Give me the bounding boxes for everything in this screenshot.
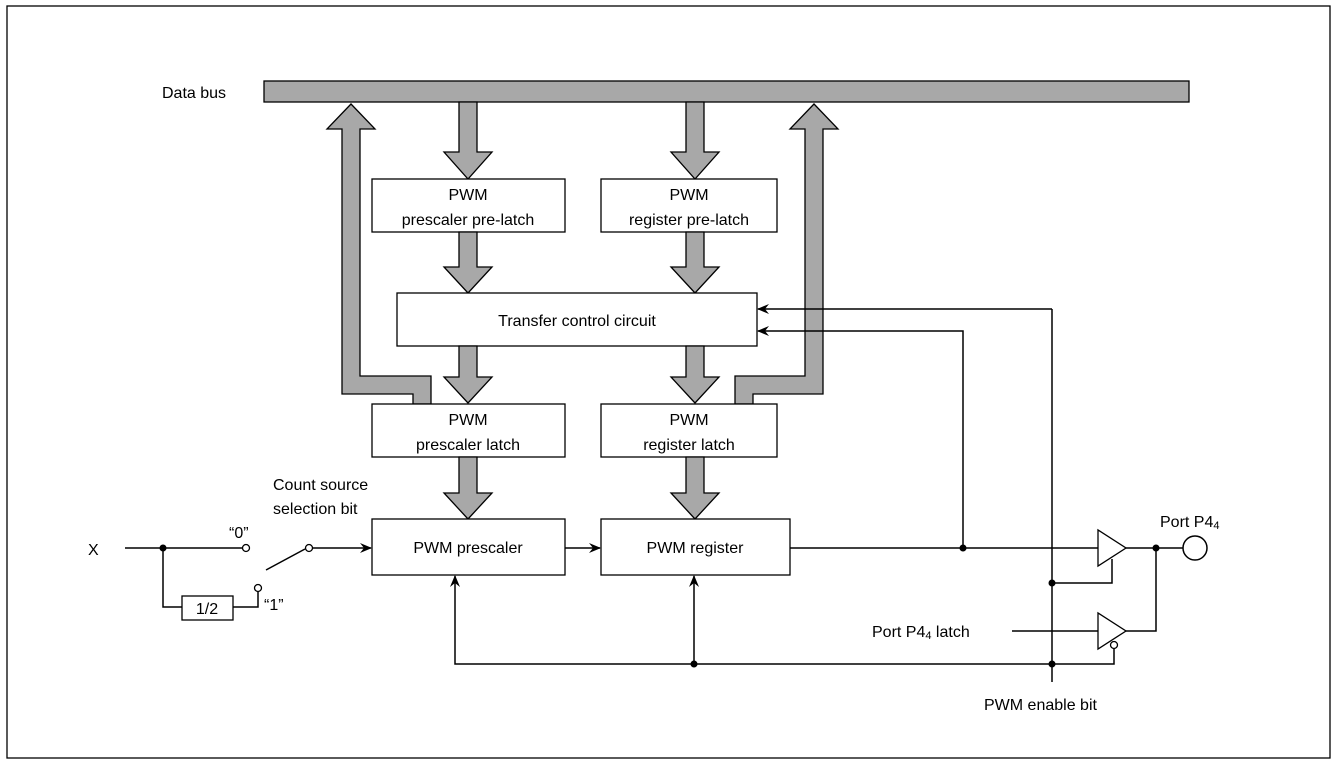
register-latch-line2: register latch <box>643 437 735 454</box>
divider-label: 1/2 <box>196 601 218 618</box>
prescaler-latch-line2: prescaler latch <box>416 437 520 454</box>
pwm-prescaler-latch-box <box>371 403 566 458</box>
register-latch-line1: PWM <box>669 412 708 429</box>
switch-arm <box>265 548 306 571</box>
register-latch-to-bus-arrow <box>734 103 840 405</box>
switch-0-label: “0” <box>229 525 249 542</box>
pwm-prescaler-box <box>371 518 566 576</box>
enable-to-prescaler-wire <box>450 575 1052 665</box>
switch-pivot <box>304 543 314 553</box>
prescaler-latch-line1: PWM <box>448 412 487 429</box>
lower-buffer-inverted-enable <box>1109 640 1119 650</box>
divider-input-wire <box>162 548 182 608</box>
pwm-enable-label: PWM enable bit <box>984 697 1097 714</box>
output-buffer-upper <box>1097 528 1128 568</box>
data-bus-label: Data bus <box>162 85 226 102</box>
switch-1-label: “1” <box>264 597 284 614</box>
transfer-control-circuit-box <box>396 292 758 347</box>
outer-border <box>6 5 1331 759</box>
pwm-register-prelatch-box <box>600 178 778 233</box>
register-prelatch-line2: register pre-latch <box>629 212 749 229</box>
enable-lower-control-wire <box>1052 649 1115 665</box>
bus-to-prescaler-prelatch-arrow <box>442 101 494 180</box>
count-source-line1: Count source <box>273 477 368 494</box>
bus-to-register-prelatch-arrow <box>669 101 721 180</box>
pwm-register-label: PWM register <box>647 540 745 557</box>
divider-output-wire <box>233 592 259 608</box>
data-bus <box>263 80 1190 103</box>
port-p44-terminal <box>1182 535 1208 561</box>
lower-buffer-output-wire <box>1126 548 1157 632</box>
switch-contact-1 <box>253 583 263 593</box>
transfer-to-prescaler-latch-arrow <box>442 345 494 404</box>
register-latch-to-register-arrow <box>669 456 721 520</box>
prescaler-prelatch-line1: PWM <box>448 187 487 204</box>
enable-upper-control-wire <box>1052 559 1113 584</box>
output-buffer-lower <box>1097 611 1128 651</box>
prescaler-prelatch-line2: prescaler pre-latch <box>402 212 535 229</box>
transfer-to-register-latch-arrow <box>669 345 721 404</box>
divider-box <box>181 595 234 621</box>
port-p44-label: Port P44 <box>1160 514 1219 532</box>
port-p44-latch-label: Port P44 latch <box>872 624 970 642</box>
prescaler-prelatch-to-transfer-arrow <box>442 231 494 294</box>
output-to-transfer-wire <box>757 326 964 548</box>
prescaler-latch-to-prescaler-arrow <box>442 456 494 520</box>
pwm-prescaler-prelatch-box <box>371 178 566 233</box>
transfer-control-label: Transfer control circuit <box>498 313 656 330</box>
switch-contact-0 <box>241 543 251 553</box>
register-prelatch-to-transfer-arrow <box>669 231 721 294</box>
register-prelatch-line1: PWM <box>669 187 708 204</box>
prescaler-latch-to-bus-arrow <box>325 103 432 405</box>
pwm-prescaler-label: PWM prescaler <box>413 540 523 557</box>
count-source-line2: selection bit <box>273 501 358 518</box>
xin-label: X <box>88 542 99 559</box>
